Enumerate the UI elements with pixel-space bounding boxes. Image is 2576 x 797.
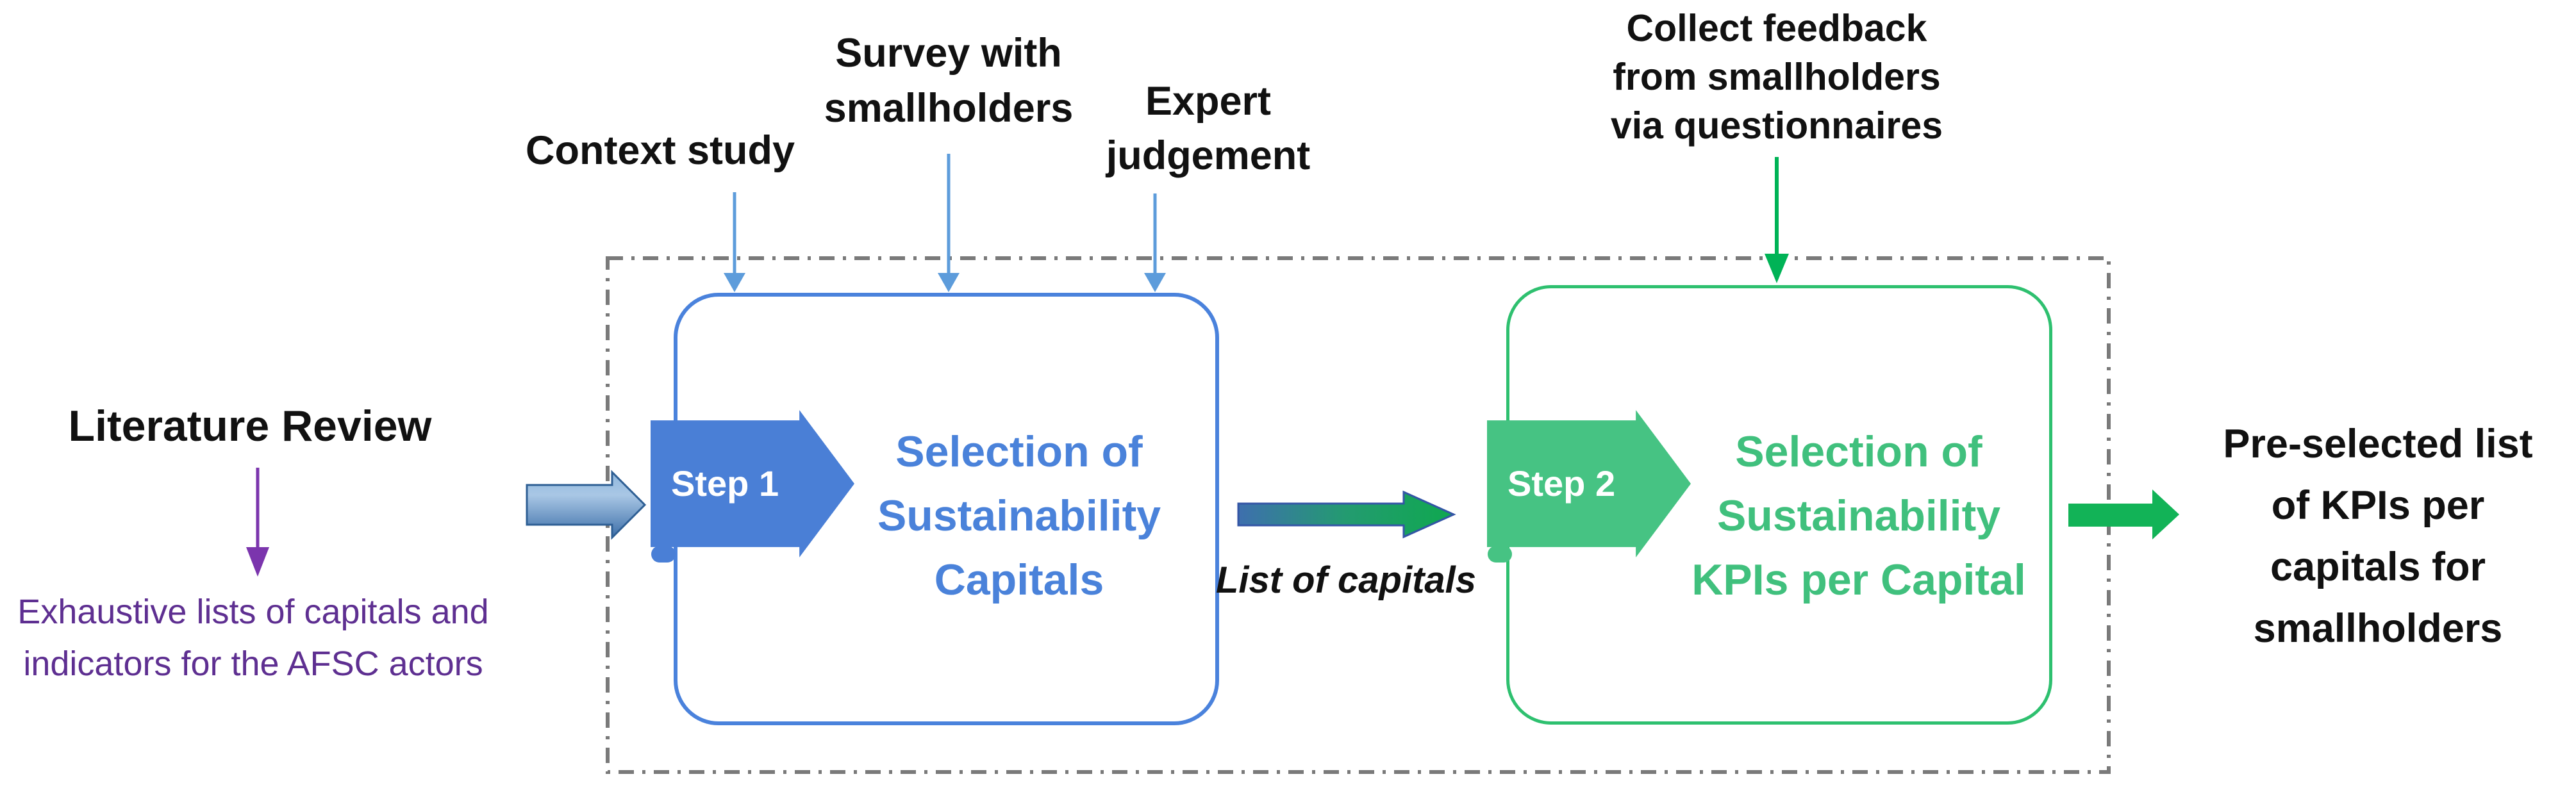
collect-feedback-label: Collect feedback from smallholders via q… — [1578, 4, 1975, 150]
step2-to-output-arrow-icon — [2068, 489, 2179, 539]
literature-review-title: Literature Review — [19, 400, 481, 452]
context-study-text: Context study — [525, 128, 795, 173]
step2-badge: Step 2 — [1508, 463, 1616, 504]
step1-to-step2-arrow-icon — [1237, 490, 1456, 539]
collect-feedback-arrow-icon — [1765, 157, 1789, 283]
step2-title-line3: KPIs per Capital — [1691, 555, 2026, 604]
step1-title-line1: Selection of — [895, 427, 1143, 476]
literature-to-step1-arrow-icon — [526, 470, 647, 540]
step2-notch — [1488, 546, 1512, 563]
survey-label: Survey with smallholders — [788, 26, 1109, 136]
step1-badge: Step 1 — [671, 463, 779, 504]
step1-notch — [651, 546, 676, 563]
literature-caption: Exhaustive lists of capitals and indicat… — [0, 586, 506, 690]
output-line3: capitals for — [2270, 545, 2486, 589]
survey-arrow-icon — [938, 154, 960, 292]
survey-line1: Survey with — [835, 31, 1062, 76]
collect-feedback-line2: from smallholders — [1613, 56, 1941, 98]
literature-review-text: Literature Review — [68, 402, 432, 450]
step1-title-line3: Capitals — [934, 555, 1104, 604]
step2-title-line2: Sustainability — [1716, 491, 2001, 540]
survey-line2: smallholders — [824, 86, 1074, 131]
literature-caption-line1: Exhaustive lists of capitals and — [17, 593, 489, 631]
collect-feedback-line3: via questionnaires — [1610, 104, 1943, 147]
step1-title-line2: Sustainability — [877, 491, 1161, 540]
expert-judgement-label: Expert judgement — [1051, 74, 1365, 183]
expert-judgement-arrow-icon — [1144, 193, 1166, 292]
collect-feedback-line1: Collect feedback — [1626, 7, 1927, 49]
step2-title: Selection of Sustainability KPIs per Cap… — [1673, 420, 2045, 612]
literature-down-arrow-icon — [246, 468, 269, 577]
output-line4: smallholders — [2253, 606, 2503, 651]
literature-caption-line2: indicators for the AFSC actors — [23, 645, 483, 683]
expert-line1: Expert — [1145, 79, 1272, 124]
list-of-capitals-text: List of capitals — [1215, 559, 1477, 601]
output-line1: Pre-selected list — [2223, 422, 2533, 466]
step1-title: Selection of Sustainability Capitals — [833, 420, 1205, 612]
expert-line2: judgement — [1106, 133, 1311, 178]
step2-title-line1: Selection of — [1735, 427, 1982, 476]
output-label: Pre-selected list of KPIs per capitals f… — [2179, 413, 2576, 659]
list-of-capitals-label: List of capitals — [1205, 559, 1487, 602]
context-study-arrow-icon — [724, 192, 745, 292]
output-line2: of KPIs per — [2271, 483, 2485, 528]
context-study-label: Context study — [487, 127, 833, 174]
